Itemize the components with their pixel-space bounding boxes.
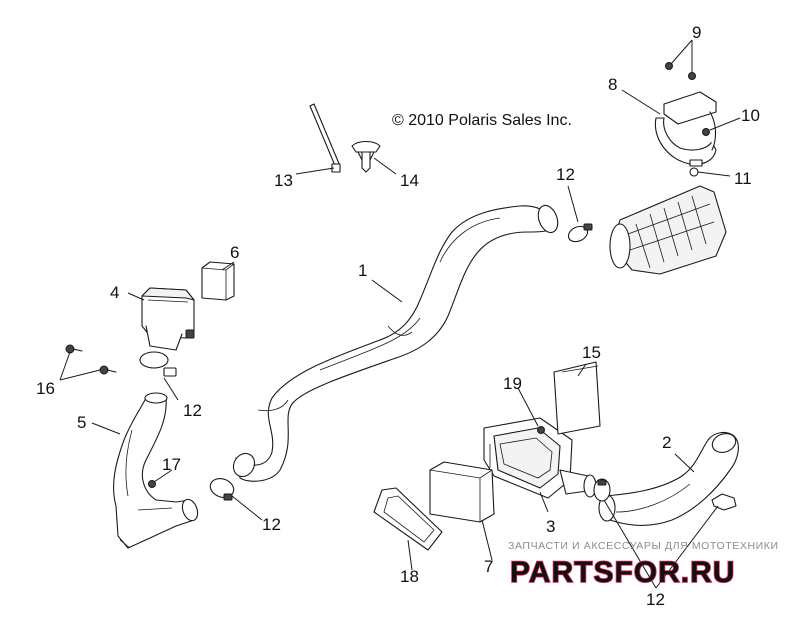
cable-tie-13 xyxy=(309,103,341,173)
callout-17: 17 xyxy=(162,455,181,474)
hose-clamp-12-bottom xyxy=(209,478,235,501)
callout-13: 13 xyxy=(274,171,293,190)
callout-6: 6 xyxy=(230,243,239,262)
leader-lines xyxy=(59,39,741,589)
callout-3: 3 xyxy=(546,517,555,536)
foam-block-6 xyxy=(201,261,235,301)
copyright-text: © 2010 Polaris Sales Inc. xyxy=(392,112,572,129)
hose-clamp-12-right-b xyxy=(711,493,737,511)
callout-8: 8 xyxy=(608,75,617,94)
screw-17 xyxy=(148,480,156,488)
resonator-box-4 xyxy=(141,287,195,351)
callout-12-bottom: 12 xyxy=(262,515,281,534)
callout-5: 5 xyxy=(77,413,86,432)
bracket-strap-8 xyxy=(654,91,717,167)
callout-12-upper: 12 xyxy=(556,165,575,184)
bolt-16a xyxy=(65,344,83,354)
bolt-9b xyxy=(688,72,696,80)
callout-10: 10 xyxy=(741,106,760,125)
callout-7: 7 xyxy=(484,557,493,576)
callout-16: 16 xyxy=(36,379,55,398)
bolt-9a xyxy=(665,62,673,70)
hose-clamp-12-upper xyxy=(567,223,593,243)
callout-1: 1 xyxy=(358,261,367,280)
elbow-duct-2 xyxy=(598,431,739,526)
bolt-16b xyxy=(99,365,117,375)
screw-19 xyxy=(537,426,545,434)
nut-10 xyxy=(702,128,710,136)
callout-12-right: 12 xyxy=(646,590,665,609)
callout-15: 15 xyxy=(582,343,601,362)
watermark-tagline: ЗАПЧАСТИ И АКСЕССУАРЫ ДЛЯ МОТОТЕХНИКИ xyxy=(508,540,779,552)
push-clip-14 xyxy=(351,140,381,173)
callout-labels: 1 2 3 4 5 6 7 8 9 10 11 12 12 12 12 13 1… xyxy=(36,23,760,609)
hose-clamp-12-right-a xyxy=(593,478,611,502)
filter-element-7 xyxy=(429,461,495,523)
callout-4: 4 xyxy=(110,283,119,302)
callout-18: 18 xyxy=(400,567,419,586)
air-filter-canister xyxy=(609,185,727,275)
callout-11: 11 xyxy=(734,169,752,188)
watermark: ЗАПЧАСТИ И АКСЕССУАРЫ ДЛЯ МОТОТЕХНИКИ PA… xyxy=(508,540,779,590)
intake-duct-1 xyxy=(232,204,559,482)
callout-12-left: 12 xyxy=(183,401,202,420)
nut-11 xyxy=(689,167,699,177)
gasket-frame-18 xyxy=(373,487,443,551)
callout-9: 9 xyxy=(692,23,701,42)
callout-14: 14 xyxy=(400,171,419,190)
watermark-brand: PARTSFOR.RU xyxy=(510,556,735,589)
foam-sheet-15 xyxy=(553,361,601,435)
callout-19: 19 xyxy=(503,374,522,393)
lower-tube-5 xyxy=(113,392,199,549)
callout-2: 2 xyxy=(662,433,671,452)
hose-clamp-12-left xyxy=(139,351,177,377)
